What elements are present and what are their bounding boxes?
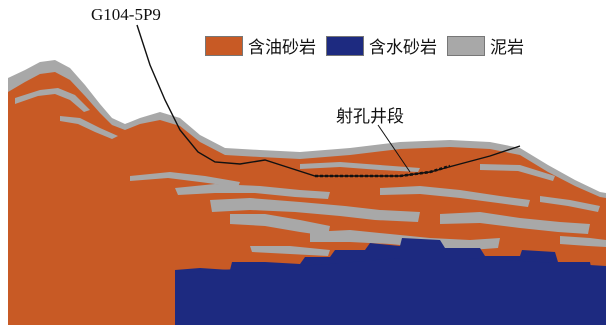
perforation-label: 射孔井段 [336,102,404,127]
legend-swatch-water-sand [326,36,364,56]
legend-label-oil-sand: 含油砂岩 [248,33,316,58]
legend-label-mudstone: 泥岩 [490,33,524,58]
legend-item-mudstone: 泥岩 [447,33,524,58]
legend-item-oil-sand: 含油砂岩 [205,33,316,58]
section-base-cut [0,250,8,325]
well-name-label: G104-5P9 [91,5,161,25]
legend: 含油砂岩 含水砂岩 泥岩 [205,33,534,58]
legend-item-water-sand: 含水砂岩 [326,33,437,58]
legend-swatch-oil-sand [205,36,243,56]
legend-swatch-mudstone [447,36,485,56]
legend-label-water-sand: 含水砂岩 [369,33,437,58]
